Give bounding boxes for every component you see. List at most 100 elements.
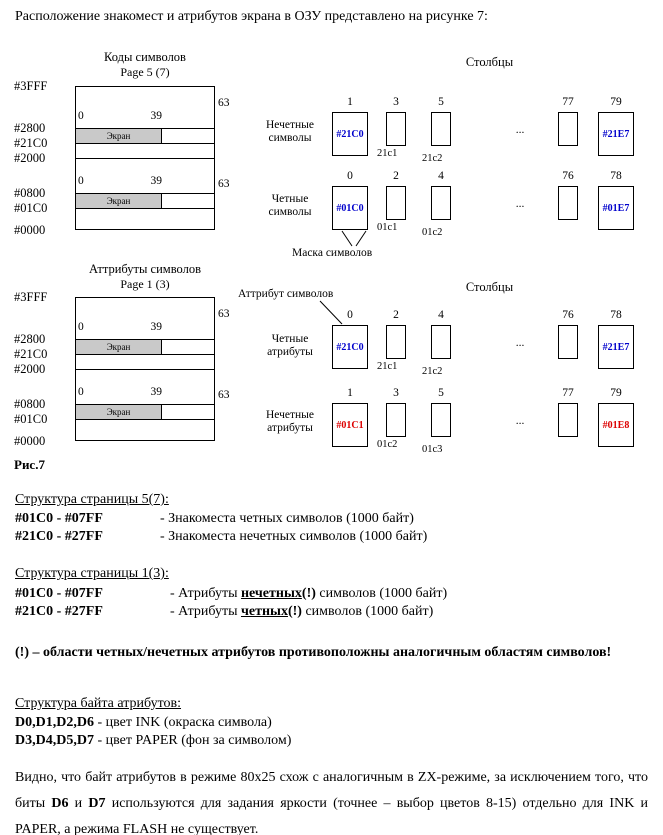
column-number-label: 2 bbox=[393, 170, 399, 182]
memory-address-label: #2800 bbox=[14, 121, 46, 135]
memory-address-label: #0000 bbox=[14, 434, 46, 448]
desc-emphasis: нечетных bbox=[240, 586, 302, 601]
memory-address-label: #21C0 bbox=[14, 136, 48, 150]
column-offset-label: 39 bbox=[150, 175, 163, 187]
memory-address-label: #3FFF bbox=[14, 290, 48, 304]
cell-box bbox=[386, 186, 406, 220]
column-offset-label: 0 bbox=[78, 386, 84, 398]
desc-exclaim: (!) bbox=[287, 604, 302, 619]
column-offset-label: 0 bbox=[78, 321, 84, 333]
cell-address-label: 01c1 bbox=[377, 222, 398, 233]
address-range: #01C0 - #07FF bbox=[15, 511, 103, 526]
column-number-label: 77 bbox=[562, 387, 574, 399]
column-number-label: 5 bbox=[438, 96, 444, 108]
column-number-label: 76 bbox=[562, 309, 574, 321]
address-box: #01E7 bbox=[598, 186, 634, 230]
address-box: #21C0 bbox=[332, 112, 368, 156]
column-offset-label: 63 bbox=[218, 97, 230, 109]
section-heading: Структура байта атрибутов: bbox=[15, 696, 182, 711]
column-offset-label: 39 bbox=[150, 386, 163, 398]
cell-box bbox=[431, 112, 451, 146]
attr-bits-row: D3,D4,D5,D7 - цвет PAPER (фон за символо… bbox=[15, 733, 291, 749]
cell-box bbox=[558, 186, 578, 220]
note-paragraph: (!) – области четных/нечетных атрибутов … bbox=[15, 645, 612, 660]
row-label-line: символы bbox=[268, 206, 312, 218]
memory-diagram-2-title: Аттрибуты символов bbox=[89, 262, 201, 276]
intro-text: Расположение знакомест и атрибутов экран… bbox=[15, 9, 488, 24]
memory-diagram-2-subtitle: Page 1 (3) bbox=[120, 277, 170, 291]
columns-title: Столбцы bbox=[465, 280, 514, 294]
bits-description: - цвет PAPER (фон за символом) bbox=[93, 733, 292, 748]
cell-box bbox=[431, 325, 451, 359]
memory-diagram-1-subtitle: Page 5 (7) bbox=[120, 65, 170, 79]
cell-address-label: 01c2 bbox=[377, 439, 398, 450]
row-label-line: Нечетные bbox=[265, 409, 315, 421]
memory-address-label: #21C0 bbox=[14, 347, 48, 361]
column-number-label: 78 bbox=[610, 309, 622, 321]
attr-bits: D0,D1,D2,D6 bbox=[15, 715, 94, 730]
attr-bits: D3,D4,D5,D7 bbox=[15, 733, 94, 748]
section-heading: Структура страницы 5(7): bbox=[15, 492, 169, 507]
memory-region-line bbox=[75, 419, 215, 420]
column-offset-label: 63 bbox=[218, 178, 230, 190]
cell-box bbox=[386, 112, 406, 146]
cell-address-label: 21c1 bbox=[377, 148, 398, 159]
memory-address-label: #2000 bbox=[14, 362, 46, 376]
column-offset-label: 39 bbox=[150, 321, 163, 333]
memory-region-line bbox=[75, 339, 215, 340]
columns-title: Столбцы bbox=[465, 55, 514, 69]
memory-address-label: #01C0 bbox=[14, 201, 48, 215]
memory-region-line bbox=[75, 193, 215, 194]
desc-text: - Атрибуты bbox=[170, 604, 241, 619]
address-box: #01C1 bbox=[332, 403, 368, 447]
body-text: Видно, что байт атрибутов в режиме 80x25… bbox=[15, 770, 648, 811]
address-range: #21C0 - #27FF bbox=[15, 529, 103, 544]
desc-text: символов (1000 байт) bbox=[315, 586, 448, 601]
cell-address-label: 21c2 bbox=[422, 366, 443, 377]
cell-address-label: 21c2 bbox=[422, 153, 443, 164]
range-description: - Знакоместа четных символов (1000 байт) bbox=[160, 511, 414, 526]
memory-region-line bbox=[75, 369, 215, 370]
memory-region-line bbox=[75, 158, 215, 159]
ellipsis-label: ... bbox=[515, 337, 525, 349]
address-box: #21E7 bbox=[598, 325, 634, 369]
memory-region-line bbox=[75, 143, 215, 144]
memory-address-label: #3FFF bbox=[14, 79, 48, 93]
address-box: #21C0 bbox=[332, 325, 368, 369]
screen-band: Экран bbox=[76, 129, 162, 143]
column-number-label: 2 bbox=[393, 309, 399, 321]
memory-region-line bbox=[75, 354, 215, 355]
screen-band: Экран bbox=[76, 405, 162, 419]
figure-caption: Рис.7 bbox=[14, 457, 45, 472]
cell-box bbox=[431, 186, 451, 220]
address-range: #21C0 - #27FF bbox=[15, 604, 103, 619]
column-number-label: 3 bbox=[393, 96, 399, 108]
column-offset-label: 0 bbox=[78, 175, 84, 187]
memory-address-label: #0000 bbox=[14, 223, 46, 237]
desc-exclaim: (!) bbox=[301, 586, 316, 601]
ellipsis-label: ... bbox=[515, 198, 525, 210]
memory-region-line bbox=[75, 208, 215, 209]
column-number-label: 79 bbox=[610, 387, 622, 399]
memory-address-label: #0800 bbox=[14, 397, 46, 411]
memory-region-line bbox=[75, 404, 215, 405]
column-offset-label: 39 bbox=[150, 110, 163, 122]
desc-text: символов (1000 байт) bbox=[301, 604, 434, 619]
memory-address-label: #01C0 bbox=[14, 412, 48, 426]
column-offset-label: 0 bbox=[78, 110, 84, 122]
column-number-label: 3 bbox=[393, 387, 399, 399]
attr-bits-row: D0,D1,D2,D6 - цвет INK (окраска символа) bbox=[15, 715, 272, 731]
range-description: - Атрибуты нечетных(!) символов (1000 ба… bbox=[170, 586, 447, 602]
row-label-line: символы bbox=[268, 132, 312, 144]
screen-band: Экран bbox=[76, 194, 162, 208]
column-number-label: 4 bbox=[438, 309, 444, 321]
ellipsis-label: ... bbox=[515, 415, 525, 427]
memory-diagram-1-title: Коды символов bbox=[104, 50, 186, 64]
column-number-label: 79 bbox=[610, 96, 622, 108]
bits-description: - цвет INK (окраска символа) bbox=[93, 715, 272, 730]
mask-annotation: Маска символов bbox=[292, 247, 373, 259]
row-label-line: Четные bbox=[271, 193, 309, 205]
screen-band: Экран bbox=[76, 340, 162, 354]
column-row-label: Нечетные атрибуты bbox=[246, 409, 334, 435]
